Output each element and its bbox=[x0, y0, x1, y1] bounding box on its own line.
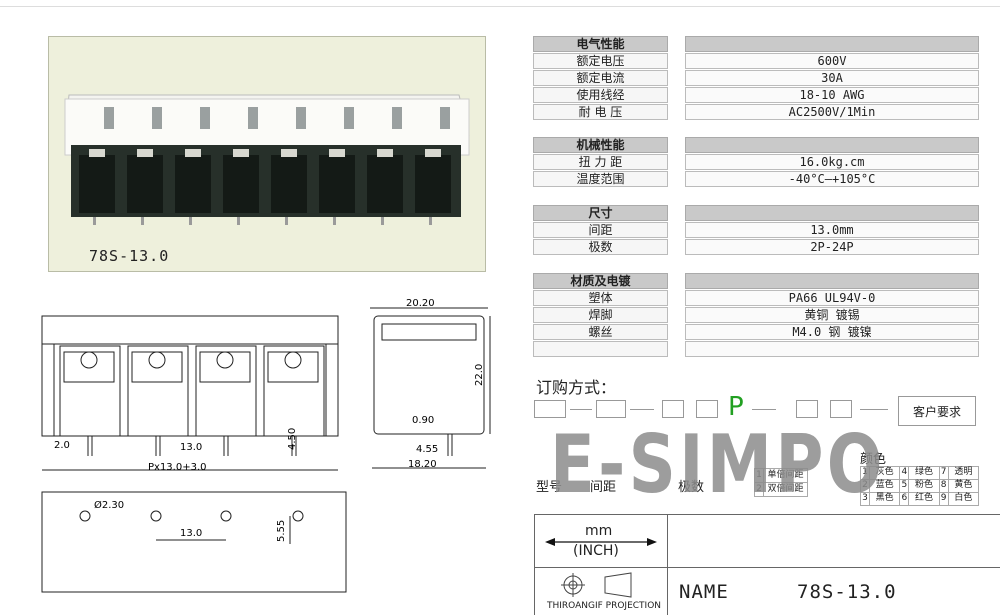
projection-symbol-icon bbox=[561, 572, 632, 598]
pitch-option: 1 单倍间距 bbox=[754, 468, 808, 483]
unit-divider bbox=[535, 567, 667, 568]
bottom-dim-555: 5.55 bbox=[276, 520, 287, 542]
spec-value: PA66 UL94V-0 bbox=[685, 290, 979, 306]
ordering-code-row: P 客户要求 bbox=[534, 392, 984, 426]
side-dim-base: 18.20 bbox=[408, 459, 437, 470]
name-divider bbox=[667, 567, 1000, 568]
photo-model-label: 78S-13.0 bbox=[89, 247, 170, 265]
section-electrical-bar bbox=[685, 36, 979, 52]
spec-label: 耐 电 压 bbox=[533, 104, 668, 120]
code-box-color bbox=[830, 400, 852, 418]
code-dash bbox=[570, 409, 592, 410]
unit-mm: mm bbox=[585, 523, 613, 539]
spec-value: 2P-24P bbox=[685, 239, 979, 255]
terminal-block-image bbox=[64, 94, 470, 225]
code-dash bbox=[860, 409, 888, 410]
order-label-poles: 极数 bbox=[678, 480, 705, 495]
ordering-title: 订购方式： bbox=[536, 378, 617, 397]
side-view-drawing: 20.20 22.0 0.90 4.55 18.20 bbox=[370, 298, 491, 470]
front-view-drawing: 2.0 13.0 4.50 Px13.0+3.0 bbox=[41, 315, 339, 473]
front-dim-450: 4.50 bbox=[287, 428, 298, 450]
code-box-pole1 bbox=[662, 400, 684, 418]
spec-label: 温度范围 bbox=[533, 171, 668, 187]
code-p-letter: P bbox=[728, 392, 744, 422]
code-box-pitch-type bbox=[796, 400, 818, 418]
section-mechanical-title: 机械性能 bbox=[533, 137, 668, 153]
spec-label: 额定电流 bbox=[533, 70, 668, 86]
section-material-bar bbox=[685, 273, 979, 289]
front-dim-2: 2.0 bbox=[54, 440, 70, 451]
section-material-title: 材质及电镀 bbox=[533, 273, 668, 289]
spec-value: 18-10 AWG bbox=[685, 87, 979, 103]
name-label: NAME bbox=[679, 581, 729, 603]
brand-watermark: E-SIMPO bbox=[550, 418, 886, 511]
pitch-option: 2 双倍间距 bbox=[754, 483, 808, 497]
section-mechanical-bar bbox=[685, 137, 979, 153]
bottom-dim-pitch: 13.0 bbox=[180, 528, 202, 539]
spec-label: 塑体 bbox=[533, 290, 668, 306]
code-box-pole2 bbox=[696, 400, 718, 418]
spec-value: M4.0 钢 镀镍 bbox=[685, 324, 979, 340]
spec-value: AC2500V/1Min bbox=[685, 104, 979, 120]
side-dim-090: 0.90 bbox=[412, 415, 434, 426]
spec-label: 使用线经 bbox=[533, 87, 668, 103]
top-rule bbox=[0, 6, 1000, 7]
spec-label: 扭 力 距 bbox=[533, 154, 668, 170]
bottom-view-drawing: Ø2.30 13.0 5.55 bbox=[41, 491, 347, 593]
spec-value: 16.0kg.cm bbox=[685, 154, 979, 170]
order-label-pitch: 间距 bbox=[590, 480, 617, 495]
spec-label: 焊脚 bbox=[533, 307, 668, 323]
bottom-dim-hole: Ø2.30 bbox=[94, 499, 124, 511]
code-box-model bbox=[534, 400, 566, 418]
spec-value bbox=[685, 341, 979, 357]
spec-label: 间距 bbox=[533, 222, 668, 238]
front-dim-total: Px13.0+3.0 bbox=[148, 462, 207, 473]
side-dim-455: 4.55 bbox=[416, 444, 438, 455]
double-arrow-icon bbox=[545, 538, 657, 546]
title-block: mm (INCH) THIROANGIF PROJECTION NAME 78S… bbox=[534, 514, 1000, 615]
code-box-pitch bbox=[596, 400, 626, 418]
spec-value: 黄铜 镀锡 bbox=[685, 307, 979, 323]
spec-label: 额定电压 bbox=[533, 53, 668, 69]
color-title: 颜色 bbox=[860, 452, 887, 467]
spec-label: 极数 bbox=[533, 239, 668, 255]
unit-cell bbox=[535, 515, 668, 615]
unit-inch: (INCH) bbox=[573, 543, 619, 559]
customer-requirement-box: 客户要求 bbox=[898, 396, 976, 426]
spec-label: 螺丝 bbox=[533, 324, 668, 340]
spec-value: 30A bbox=[685, 70, 979, 86]
section-electrical-title: 电气性能 bbox=[533, 36, 668, 52]
spec-value: 13.0mm bbox=[685, 222, 979, 238]
section-size-bar bbox=[685, 205, 979, 221]
product-photo: 78S-13.0 bbox=[48, 36, 486, 272]
section-size-title: 尺寸 bbox=[533, 205, 668, 221]
name-value: 78S-13.0 bbox=[797, 581, 897, 603]
pitch-option-table: 1 单倍间距 2 双倍间距 bbox=[754, 468, 808, 497]
front-dim-13: 13.0 bbox=[180, 442, 202, 453]
side-dim-width: 20.20 bbox=[406, 298, 435, 309]
code-dash bbox=[752, 409, 776, 410]
side-dim-height: 22.0 bbox=[474, 364, 485, 386]
spec-value: -40°C—+105°C bbox=[685, 171, 979, 187]
projection-label: THIROANGIF PROJECTION bbox=[547, 601, 662, 611]
spec-value: 600V bbox=[685, 53, 979, 69]
order-label-model: 型号 bbox=[536, 480, 563, 495]
spec-label bbox=[533, 341, 668, 357]
code-dash bbox=[630, 409, 654, 410]
